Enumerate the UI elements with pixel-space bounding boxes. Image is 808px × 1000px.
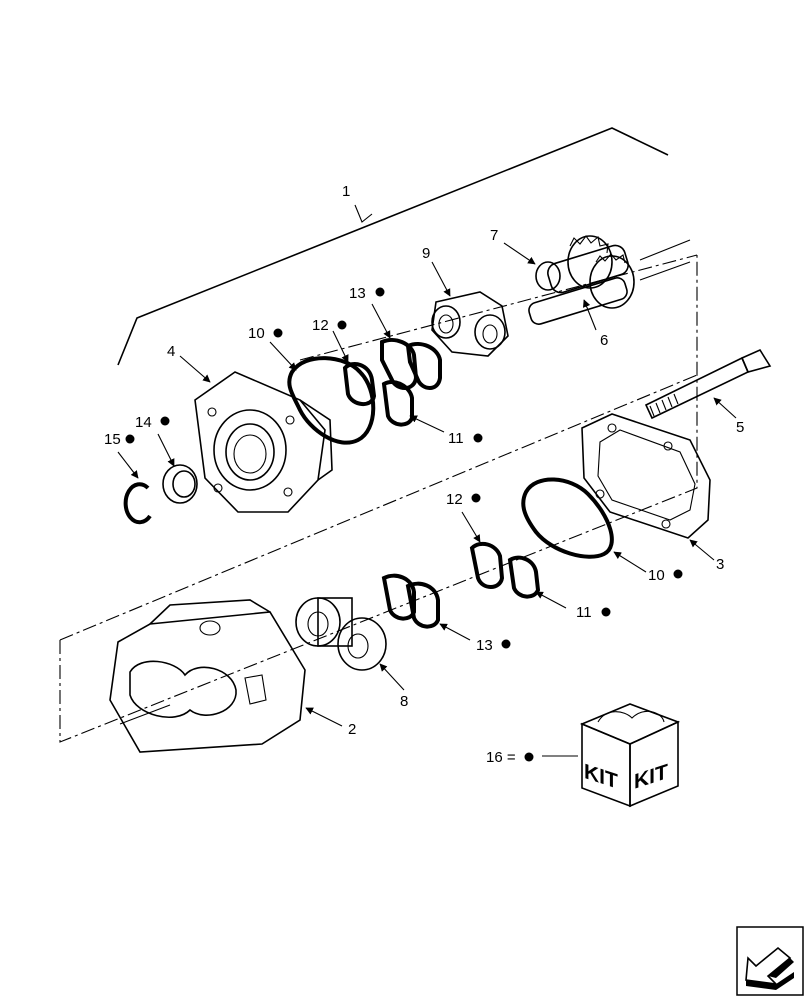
kit-dot-icon	[501, 639, 511, 649]
lip-seal-part	[162, 464, 198, 504]
kit-dot-icon	[473, 433, 483, 443]
kit-label-right: KIT	[634, 759, 668, 793]
kit-dot-icon	[337, 320, 347, 330]
gasket-12-lower-part	[469, 541, 505, 589]
kit-box-icon: KIT KIT	[579, 703, 681, 808]
kit-dot-icon	[160, 416, 170, 426]
kit-dot-icon	[524, 752, 534, 762]
callout-9: 9	[422, 245, 430, 262]
callout-13: 13	[349, 285, 366, 302]
callout-12-lower: 12	[446, 491, 463, 508]
callout-10-lower: 10	[648, 567, 665, 584]
cap-screw-5-part	[644, 348, 772, 420]
rear-cover-3-part	[581, 413, 711, 539]
assembly-bracket	[117, 127, 669, 366]
callout-4: 4	[167, 343, 175, 360]
callout-16: 16 =	[486, 749, 516, 766]
snap-ring-part	[123, 482, 152, 525]
callout-5: 5	[736, 419, 744, 436]
callout-3: 3	[716, 556, 724, 573]
bearing-bushing-9-part	[431, 291, 509, 357]
callout-1: 1	[342, 183, 350, 200]
o-ring-upper-part	[287, 356, 376, 445]
next-page-arrow-icon	[745, 946, 794, 990]
drive-gear-7-part	[535, 235, 629, 294]
callout-8: 8	[400, 693, 408, 710]
seal-11-lower-part	[507, 555, 541, 599]
kit-dot-icon	[375, 287, 385, 297]
callout-7: 7	[490, 227, 498, 244]
kit-label-left: KIT	[584, 759, 618, 793]
o-ring-lower-part	[521, 477, 614, 559]
kit-dot-icon	[273, 328, 283, 338]
seal-13-lower-part	[381, 573, 440, 629]
callout-15: 15	[104, 431, 121, 448]
callout-11: 11	[448, 430, 464, 447]
bearing-bushing-8-part	[295, 597, 387, 671]
gasket-12-upper-part	[342, 362, 377, 406]
callout-11-lower: 11	[576, 604, 592, 621]
front-housing-part	[194, 371, 333, 513]
callout-labels: 1 7 9 13 12 10 6 4 5 14 15 11 12 3 10 11…	[104, 183, 744, 766]
callout-2: 2	[348, 721, 356, 738]
gear-body-2-part	[109, 599, 306, 753]
kit-dot-icon	[471, 493, 481, 503]
leader-arrows	[117, 242, 737, 757]
driven-gear-shaft-6-part	[528, 239, 691, 325]
kit-dot-icon	[601, 607, 611, 617]
callout-12: 12	[312, 317, 329, 334]
dash-dot-frame	[59, 254, 698, 743]
kit-marker-dots	[125, 287, 683, 762]
kit-dot-icon	[673, 569, 683, 579]
callout-13-lower: 13	[476, 637, 493, 654]
callout-10: 10	[248, 325, 265, 342]
kit-dot-icon	[125, 434, 135, 444]
callout-14: 14	[135, 414, 152, 431]
callout-6: 6	[600, 332, 608, 349]
next-page-button[interactable]	[736, 926, 804, 996]
